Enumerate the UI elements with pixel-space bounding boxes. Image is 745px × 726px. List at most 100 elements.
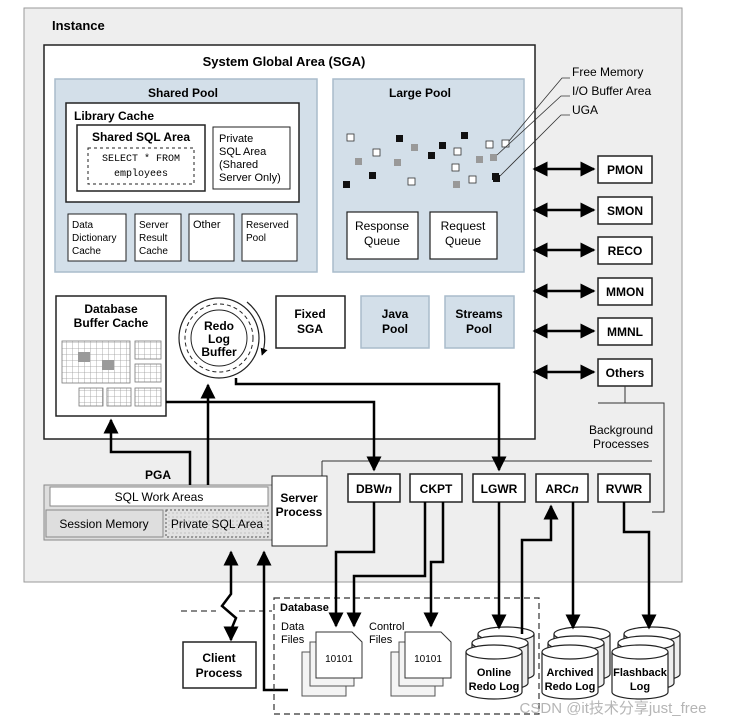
process-dbwn: DBWn — [347, 473, 401, 503]
sql-work-areas-label: SQL Work Areas — [115, 490, 204, 504]
background-processes-bracket: Background Processes — [589, 386, 665, 513]
response-queue-line2: Queue — [364, 234, 400, 248]
pga-private-sql-area: Private SQL Area — [165, 509, 269, 538]
request-queue-line1: Request — [441, 219, 486, 233]
redo-line1: Redo — [204, 319, 234, 333]
side-background-processes: PMON SMON RECO MMON MMNL Others — [532, 155, 653, 387]
result-cache-line1: Server — [139, 220, 169, 231]
sql-statement-line1: SELECT * FROM — [102, 153, 180, 165]
control-files: Control Files 10101 — [369, 621, 452, 697]
streams-pool-line2: Pool — [466, 322, 492, 336]
rvwr-label: RVWR — [606, 482, 643, 496]
pga-server-process: PGA Server Process SQL Work Areas Sessio… — [43, 468, 328, 547]
server-process-line2: Process — [276, 505, 323, 519]
buffer-cache-line1: Database — [84, 302, 138, 316]
archived-redo-line2: Redo Log — [545, 681, 596, 693]
result-cache-line3: Cache — [139, 246, 168, 257]
large-pool-title: Large Pool — [389, 86, 451, 100]
data-files-line1: Data — [281, 621, 305, 633]
process-mmon: MMON — [532, 277, 653, 306]
data-files: Data Files 10101 — [281, 621, 363, 697]
java-pool: Java Pool — [360, 295, 430, 349]
private-sql-line3: (Shared — [219, 159, 258, 171]
process-lgwr: LGWR — [472, 473, 526, 503]
reserved-pool-line1: Reserved — [246, 220, 289, 231]
library-cache-title: Library Cache — [74, 109, 154, 123]
fixed-sga: Fixed SGA — [275, 295, 346, 349]
arcn-label: ARCn — [545, 482, 578, 496]
io-buffer-swatch — [490, 154, 497, 161]
free-memory-swatch — [501, 139, 510, 148]
buffer-cache-line2: Buffer Cache — [74, 316, 149, 330]
streams-pool: Streams Pool — [444, 295, 515, 349]
process-reco: RECO — [532, 236, 653, 265]
others-label: Others — [606, 366, 645, 380]
control-files-line1: Control — [369, 621, 404, 633]
online-redo-log: Online Redo Log — [465, 626, 535, 700]
control-files-line2: Files — [369, 634, 393, 646]
dd-cache-line3: Cache — [72, 246, 101, 257]
process-mmnl: MMNL — [532, 317, 653, 346]
process-rvwr: RVWR — [597, 473, 651, 503]
archived-redo-log: Archived Redo Log — [541, 626, 611, 700]
data-files-glyph: 10101 — [325, 654, 353, 665]
server-result-cache: Server Result Cache — [134, 213, 182, 262]
private-sql-line1: Private — [219, 133, 253, 145]
lgwr-label: LGWR — [481, 482, 518, 496]
client-process: Client Process — [181, 550, 288, 692]
database-buffer-cache: Database Buffer Cache — [55, 295, 167, 417]
large-pool: Large Pool Response Queue — [332, 78, 525, 273]
mmnl-label: MMNL — [607, 325, 643, 339]
mmon-label: MMON — [606, 285, 644, 299]
private-sql-area-shared-server: Private SQL Area (Shared Server Only) — [212, 126, 291, 190]
ckpt-label: CKPT — [420, 482, 453, 496]
memory-legend: Free Memory I/O Buffer Area UGA — [490, 65, 651, 182]
response-queue: Response Queue — [346, 211, 419, 260]
pga-title: PGA — [145, 468, 171, 482]
background-caption-line2: Processes — [593, 437, 649, 451]
private-sql-line4: Server Only) — [219, 172, 281, 184]
online-redo-line1: Online — [477, 667, 511, 679]
dd-cache-line1: Data — [72, 220, 94, 231]
other-area: Other — [188, 213, 235, 262]
uga-swatch — [493, 175, 500, 182]
other-label: Other — [193, 219, 221, 231]
legend-free-memory: Free Memory — [572, 65, 643, 79]
request-queue-line2: Queue — [445, 234, 481, 248]
process-arcn: ARCn — [535, 473, 589, 503]
legend-io-buffer-area: I/O Buffer Area — [572, 84, 651, 98]
flashback-line1: Flashback — [613, 667, 668, 679]
fixed-sga-line2: SGA — [297, 322, 323, 336]
flashback-log: Flashback Log — [611, 626, 681, 700]
session-memory-label: Session Memory — [59, 517, 148, 531]
sql-statement-line2: employees — [114, 168, 168, 180]
process-others: Others — [532, 358, 653, 387]
database-title: Database — [280, 602, 329, 614]
redo-line3: Buffer — [201, 345, 237, 359]
java-pool-line2: Pool — [382, 322, 408, 336]
reserved-pool: Reserved Pool — [241, 213, 298, 262]
flashback-line2: Log — [630, 681, 650, 693]
private-sql-line2: SQL Area — [219, 146, 267, 158]
shared-pool-title: Shared Pool — [148, 86, 218, 100]
dd-cache-line2: Dictionary — [72, 233, 116, 244]
smon-label: SMON — [607, 204, 643, 218]
redo-line2: Log — [208, 332, 230, 346]
data-files-line2: Files — [281, 634, 305, 646]
process-ckpt: CKPT — [409, 473, 463, 503]
server-process-line1: Server — [280, 491, 318, 505]
java-pool-line1: Java — [382, 307, 409, 321]
pga-private-sql-label: Private SQL Area — [171, 517, 264, 531]
session-memory: Session Memory — [45, 509, 164, 538]
request-queue: Request Queue — [429, 211, 498, 260]
library-cache: Library Cache Shared SQL Area SELECT * F… — [65, 102, 300, 203]
streams-pool-line1: Streams — [455, 307, 503, 321]
client-process-line1: Client — [202, 651, 235, 665]
fixed-sga-line1: Fixed — [294, 307, 325, 321]
data-dictionary-cache: Data Dictionary Cache — [67, 213, 127, 262]
process-smon: SMON — [532, 196, 653, 225]
control-files-glyph: 10101 — [414, 654, 442, 665]
watermark-text: CSDN @it技术分享just_free — [520, 700, 707, 717]
background-caption-line1: Background — [589, 423, 653, 437]
reserved-pool-line2: Pool — [246, 233, 266, 244]
